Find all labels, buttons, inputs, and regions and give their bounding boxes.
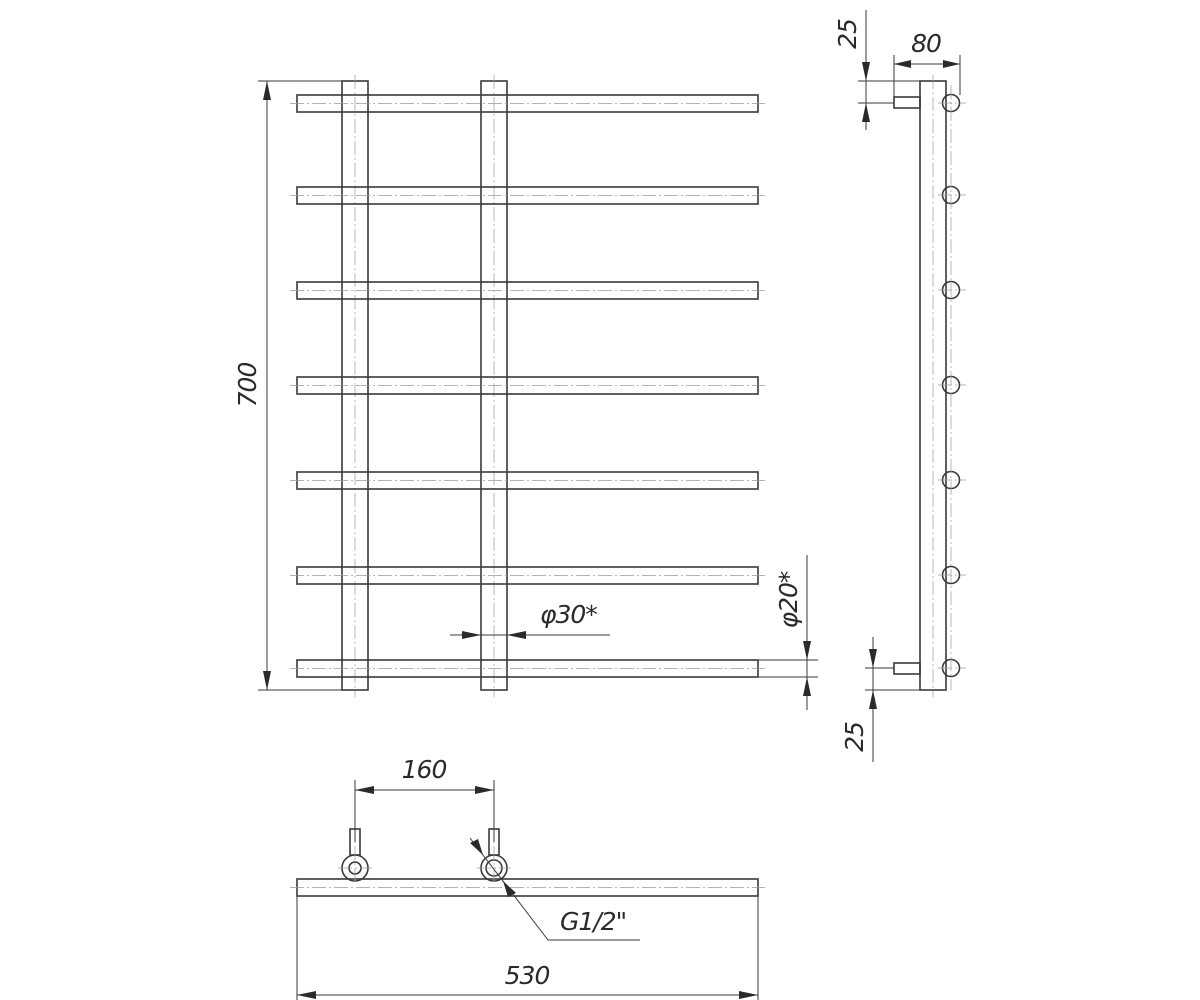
dimension-top-offset: 25	[833, 10, 920, 130]
front-view: 700 φ30* φ20*	[233, 75, 818, 710]
horizontal-bars	[290, 94, 765, 678]
depth-label: 80	[911, 29, 941, 58]
dimension-depth: 80	[893, 29, 961, 97]
side-view: 80 25 25	[833, 10, 966, 762]
top-offset-label: 25	[833, 19, 862, 49]
bar-end-circles	[938, 85, 966, 690]
thread-callout: G1/2"	[469, 837, 640, 941]
dimension-bar-diameter: φ20*	[642, 555, 818, 710]
bottom-offset-label: 25	[840, 722, 869, 752]
thread-label: G1/2"	[560, 907, 626, 936]
top-connection-stub	[893, 96, 921, 109]
bar-diameter-label: φ20*	[774, 571, 803, 628]
connection-spacing-label: 160	[402, 755, 447, 784]
dimension-connection-spacing: 160	[354, 755, 495, 842]
top-view: 160 G1/2" 530	[290, 755, 765, 1000]
dimension-height: 700	[233, 80, 342, 691]
dimension-bottom-offset: 25	[840, 637, 920, 762]
total-width-label: 530	[505, 961, 550, 990]
dimension-riser-diameter: φ30*	[450, 600, 610, 639]
height-label: 700	[233, 363, 262, 408]
dimension-total-width: 530	[296, 896, 759, 1000]
riser-diameter-label: φ30*	[540, 600, 597, 629]
bottom-connection-stub	[893, 662, 921, 675]
